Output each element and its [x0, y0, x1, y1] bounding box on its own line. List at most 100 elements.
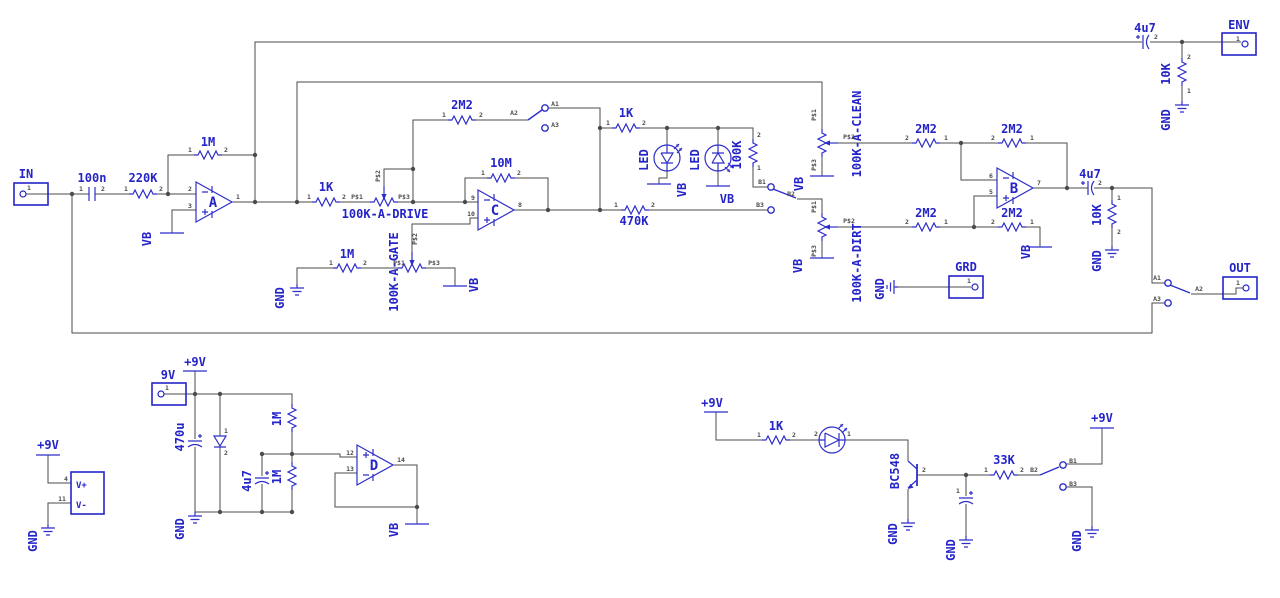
- resistor-10k-env[interactable]: 10K 2 1 GND: [1159, 53, 1191, 131]
- svg-text:2: 2: [363, 259, 367, 267]
- svg-text:4u7: 4u7: [240, 470, 254, 492]
- svg-text:P$1: P$1: [393, 259, 405, 267]
- resistor-2m2-clean-1[interactable]: 2M2 2 1: [905, 122, 948, 148]
- resistor-220k[interactable]: 220K 1 2: [124, 171, 163, 199]
- svg-text:P$1: P$1: [810, 109, 818, 121]
- svg-text:P$3: P$3: [810, 159, 818, 171]
- p9v-rail-switch: +9V: [1089, 411, 1115, 429]
- resistor-1k-led[interactable]: 1K 1 2: [757, 419, 796, 445]
- opamp-b[interactable]: B 6 5 7: [989, 167, 1041, 209]
- svg-text:VB: VB: [720, 192, 734, 206]
- svg-text:1: 1: [236, 193, 240, 201]
- gnd-switch-b3: GND: [1070, 525, 1100, 552]
- pot-clean[interactable]: 100K-A-CLEAN P$1 P$3 P$2 VB: [792, 91, 864, 192]
- svg-text:VB: VB: [467, 278, 481, 292]
- capacitor-base[interactable]: 1 GND: [944, 487, 974, 561]
- nets-input-stage: [26, 41, 1241, 334]
- svg-text:1: 1: [224, 427, 228, 435]
- transistor-bc548[interactable]: BC548 2 GND: [886, 453, 926, 545]
- resistor-2m2-dirt-1[interactable]: 2M2 2 1: [905, 206, 948, 232]
- svg-text:GND: GND: [886, 523, 900, 545]
- switch-drive[interactable]: A1 A2 A3: [510, 100, 559, 132]
- svg-text:2: 2: [905, 218, 909, 226]
- led-clip-1[interactable]: LED VB: [637, 143, 689, 197]
- svg-text:2M2: 2M2: [915, 206, 937, 220]
- svg-text:1: 1: [956, 487, 960, 495]
- pot-drive[interactable]: 100K-A-DRIVE P$1 P$3 P$2: [342, 170, 429, 221]
- port-out-label: OUT: [1229, 261, 1251, 275]
- switch-blades[interactable]: [527, 109, 1191, 476]
- svg-text:2: 2: [1098, 179, 1102, 187]
- opamp-c[interactable]: C 9 10 8: [467, 189, 522, 231]
- vplus-label: V+: [76, 481, 87, 491]
- led-clip-2[interactable]: LED VB: [688, 144, 734, 206]
- capacitor-470u[interactable]: 470u: [173, 423, 203, 452]
- svg-text:2: 2: [1154, 33, 1158, 41]
- svg-text:1: 1: [944, 218, 948, 226]
- resistor-1k-clip[interactable]: 1K 1 2: [606, 106, 646, 133]
- opamp-a[interactable]: A 2 3 1: [188, 181, 240, 223]
- resistor-33k[interactable]: 33K 1 2: [984, 453, 1024, 480]
- port-9v[interactable]: 9V 1: [151, 368, 187, 406]
- svg-text:220K: 220K: [129, 171, 159, 185]
- svg-text:2: 2: [922, 466, 926, 474]
- svg-text:2: 2: [1117, 228, 1121, 236]
- svg-text:1: 1: [481, 169, 485, 177]
- led-status[interactable]: 2 1: [814, 423, 851, 454]
- svg-text:1K: 1K: [769, 419, 784, 433]
- resistor-2m2-drive[interactable]: 2M2 1 2: [442, 98, 483, 125]
- resistor-1k-drive[interactable]: 1K 1 2: [307, 180, 346, 207]
- svg-text:100K-A-CLEAN: 100K-A-CLEAN: [850, 91, 864, 178]
- resistor-1m-divider-top[interactable]: 1M: [270, 403, 297, 433]
- resistor-470k[interactable]: 470K 1 2: [614, 201, 655, 228]
- resistor-1m-divider-bottom[interactable]: 1M: [270, 461, 297, 491]
- svg-text:9: 9: [471, 194, 475, 202]
- gate-network[interactable]: GND 1M 1 2 100K-A-GATE P$1 P$3 P$2 VB: [273, 232, 481, 311]
- resistor-2m2-dirt-2[interactable]: 2M2 2 1 VB: [991, 206, 1053, 259]
- svg-text:1: 1: [1187, 87, 1191, 95]
- svg-text:10K: 10K: [1090, 203, 1104, 225]
- svg-text:100K-A-DIRT: 100K-A-DIRT: [850, 223, 864, 302]
- svg-text:2: 2: [159, 185, 163, 193]
- svg-text:+9V: +9V: [1091, 411, 1113, 425]
- capacitor-100n[interactable]: 100n 1 2: [78, 171, 107, 201]
- port-env-label: ENV: [1228, 18, 1250, 32]
- resistor-10m[interactable]: 10M 1 2: [481, 156, 521, 183]
- power-block[interactable]: +9V V+ V- 4 11 GND: [26, 438, 105, 552]
- svg-text:A: A: [209, 195, 218, 211]
- resistor-2m2-clean-2[interactable]: 2M2 2 1: [991, 122, 1034, 148]
- switch-clip[interactable]: B1 B2 B3: [756, 178, 795, 214]
- p9v-rail-batt: +9V: [182, 355, 208, 372]
- capacitor-4u7-divider[interactable]: 4u7: [240, 470, 270, 492]
- port-grd[interactable]: GRD 1: [948, 260, 984, 299]
- switch-output[interactable]: A1 A2 A3: [1153, 274, 1203, 307]
- svg-text:2M2: 2M2: [915, 122, 937, 136]
- resistor-100k[interactable]: 100K 2 1: [730, 131, 761, 172]
- svg-text:2: 2: [101, 185, 105, 193]
- p9v-rail-led: +9V: [701, 396, 729, 413]
- svg-text:P$1: P$1: [810, 201, 818, 213]
- svg-text:P$3: P$3: [398, 193, 410, 201]
- protection-diode[interactable]: 1 2: [212, 427, 228, 457]
- svg-text:VB: VB: [387, 523, 401, 537]
- svg-text:1: 1: [944, 134, 948, 142]
- opamp-d[interactable]: D 12 13 14: [346, 444, 405, 486]
- transistor-label: BC548: [888, 453, 902, 489]
- svg-text:B3: B3: [1069, 480, 1077, 488]
- resistor-1m-feedback-a[interactable]: 1M 1 2: [188, 135, 228, 160]
- port-env[interactable]: ENV 1: [1221, 18, 1257, 56]
- svg-text:GND: GND: [873, 278, 887, 300]
- svg-text:A3: A3: [551, 121, 559, 129]
- switch-led[interactable]: B1 B2 B3: [1030, 457, 1077, 491]
- nets-bottom: [47, 371, 1103, 536]
- svg-text:VB: VB: [791, 259, 805, 273]
- port-in[interactable]: IN 1: [13, 167, 49, 206]
- resistor-10k-out[interactable]: 10K 1 2 GND: [1090, 194, 1121, 272]
- capacitor-4u7-out[interactable]: 4u7 2: [1079, 167, 1102, 196]
- svg-text:2: 2: [1020, 466, 1024, 474]
- capacitor-4u7-env[interactable]: 4u7 2: [1134, 21, 1158, 50]
- port-out[interactable]: OUT 1: [1222, 261, 1258, 300]
- svg-text:4u7: 4u7: [1134, 21, 1156, 35]
- pot-dirt[interactable]: 100K-A-DIRT P$1 P$3 P$2 VB: [791, 201, 864, 303]
